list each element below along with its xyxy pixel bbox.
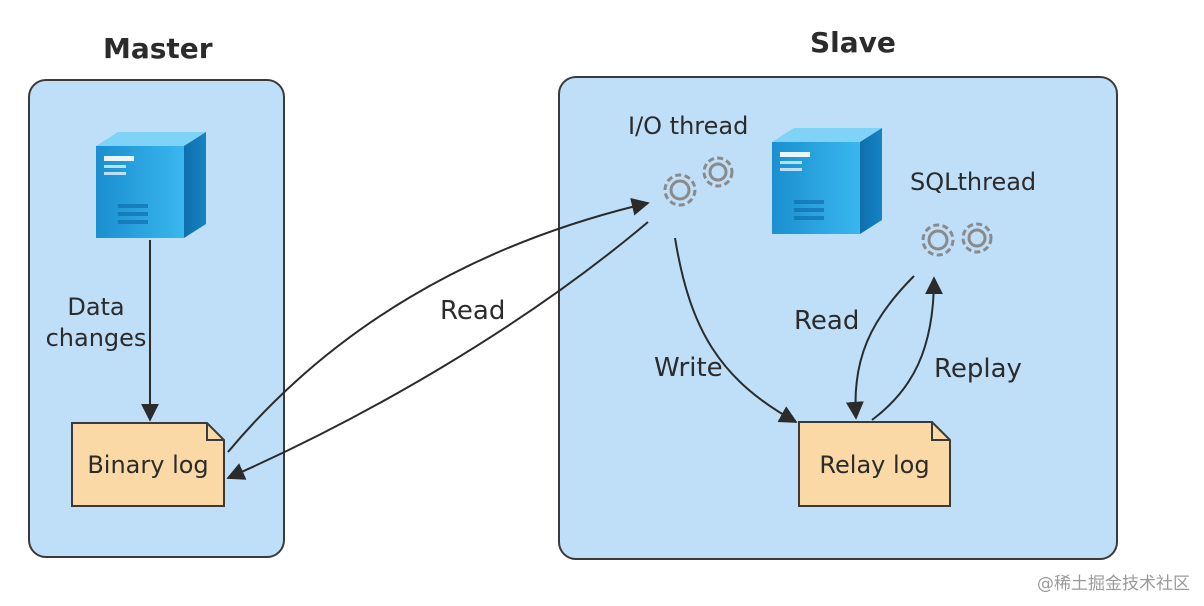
relay-log-label: Relay log [819,451,930,479]
binary-log-document [71,422,225,507]
data-changes-label: Data changes [43,292,149,354]
sql-thread-label: SQLthread [910,168,1037,196]
sql-read-arrow [845,275,915,420]
io-thread-gear-icon [663,156,734,207]
write-arrow [674,237,798,423]
slave-server-icon [772,128,882,234]
relay-log-document [798,421,951,507]
master-server-icon [96,132,206,238]
binary-log-label: Binary log [87,451,209,479]
link-read-label: Read [440,296,506,326]
write-label: Write [654,353,723,383]
sql-thread-gear-icon [921,222,993,257]
replay-arrow [871,276,943,421]
read-request-arrow [227,197,650,453]
replay-label: Replay [934,354,1022,384]
io-thread-label: I/O thread [628,112,749,140]
read-response-arrow [226,221,649,480]
slave-title: Slave [810,26,896,59]
watermark: @稀土掘金技术社区 [1037,574,1190,594]
slave-read-label: Read [794,306,860,336]
master-title: Master [103,32,213,65]
